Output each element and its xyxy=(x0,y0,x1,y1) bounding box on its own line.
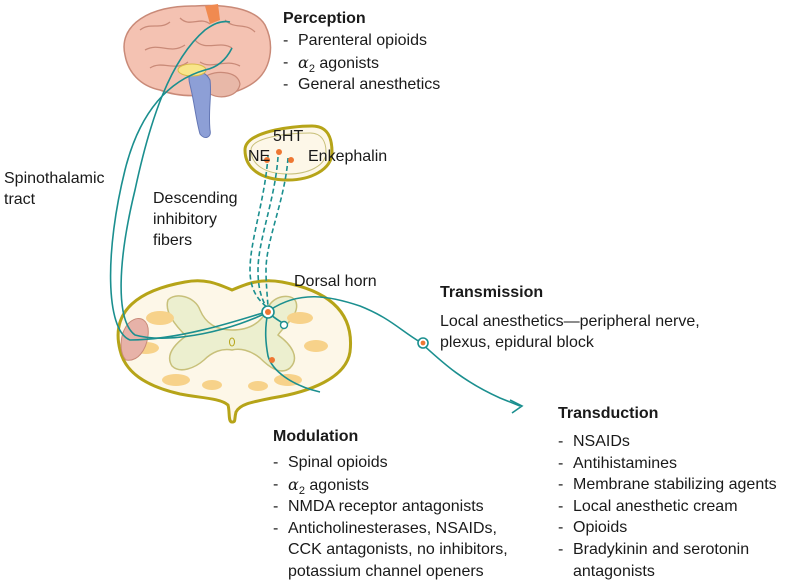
ht-dot xyxy=(276,149,282,155)
list-item: -Anticholinesterases, NSAIDs,CCK antagon… xyxy=(273,519,508,580)
descending-fiber-3 xyxy=(265,157,289,311)
list-item: -α2 agonists xyxy=(273,474,369,497)
list-item: -α2 agonists xyxy=(283,52,379,75)
spinothalamic-fiber-2 xyxy=(120,20,273,339)
list-item: -Antihistamines xyxy=(558,454,678,472)
list-item: -NSAIDs xyxy=(558,433,630,450)
list-item: -Opioids xyxy=(558,519,628,537)
list-item: -NMDA receptor antagonists xyxy=(273,498,484,516)
gray-matter xyxy=(166,295,298,372)
brain-highlight xyxy=(205,4,220,24)
brainstem xyxy=(188,70,212,138)
list-item: -Membrane stabilizing agents xyxy=(558,476,777,494)
enk-dot xyxy=(288,157,294,163)
dorsal-horn-label: Dorsal horn xyxy=(294,273,377,290)
ne-dot xyxy=(264,157,270,163)
alpha-symbol: α xyxy=(298,52,309,72)
perception-list: -Parenteral opioids -α2 agonists -Genera… xyxy=(283,30,440,96)
perception-heading: Perception xyxy=(283,10,366,27)
list-item: -Parenteral opioids xyxy=(283,32,427,49)
transduction-heading: Transduction xyxy=(558,405,659,422)
brain-cortex xyxy=(123,4,272,97)
serotonin-label: 5HT xyxy=(273,128,304,145)
transduction-list: -NSAIDs -Antihistamines -Membrane stabil… xyxy=(558,431,777,582)
norepinephrine-label: NE xyxy=(248,148,271,165)
spinothalamic-fiber xyxy=(109,47,273,341)
list-item: -Local anesthetic cream xyxy=(558,497,738,515)
transmission-text: Local anesthetics—peripheral nerve,plexu… xyxy=(440,313,700,351)
alpha-symbol: α xyxy=(288,474,299,494)
modulation-heading: Modulation xyxy=(273,428,359,445)
list-item: -Spinal opioids xyxy=(273,454,388,471)
descending-fiber-1 xyxy=(249,155,269,309)
list-item: -General anesthetics xyxy=(283,76,441,94)
descending-fiber-2 xyxy=(257,156,279,311)
enkephalin-label: Enkephalin xyxy=(308,148,388,165)
interneuron-terminal xyxy=(269,357,275,363)
transduction-ending xyxy=(509,399,524,414)
modulation-list: -Spinal opioids -α2 agonists -NMDA recep… xyxy=(273,452,508,583)
spinal-cord xyxy=(116,279,353,424)
brain xyxy=(123,4,272,138)
transmission-heading: Transmission xyxy=(440,284,544,301)
